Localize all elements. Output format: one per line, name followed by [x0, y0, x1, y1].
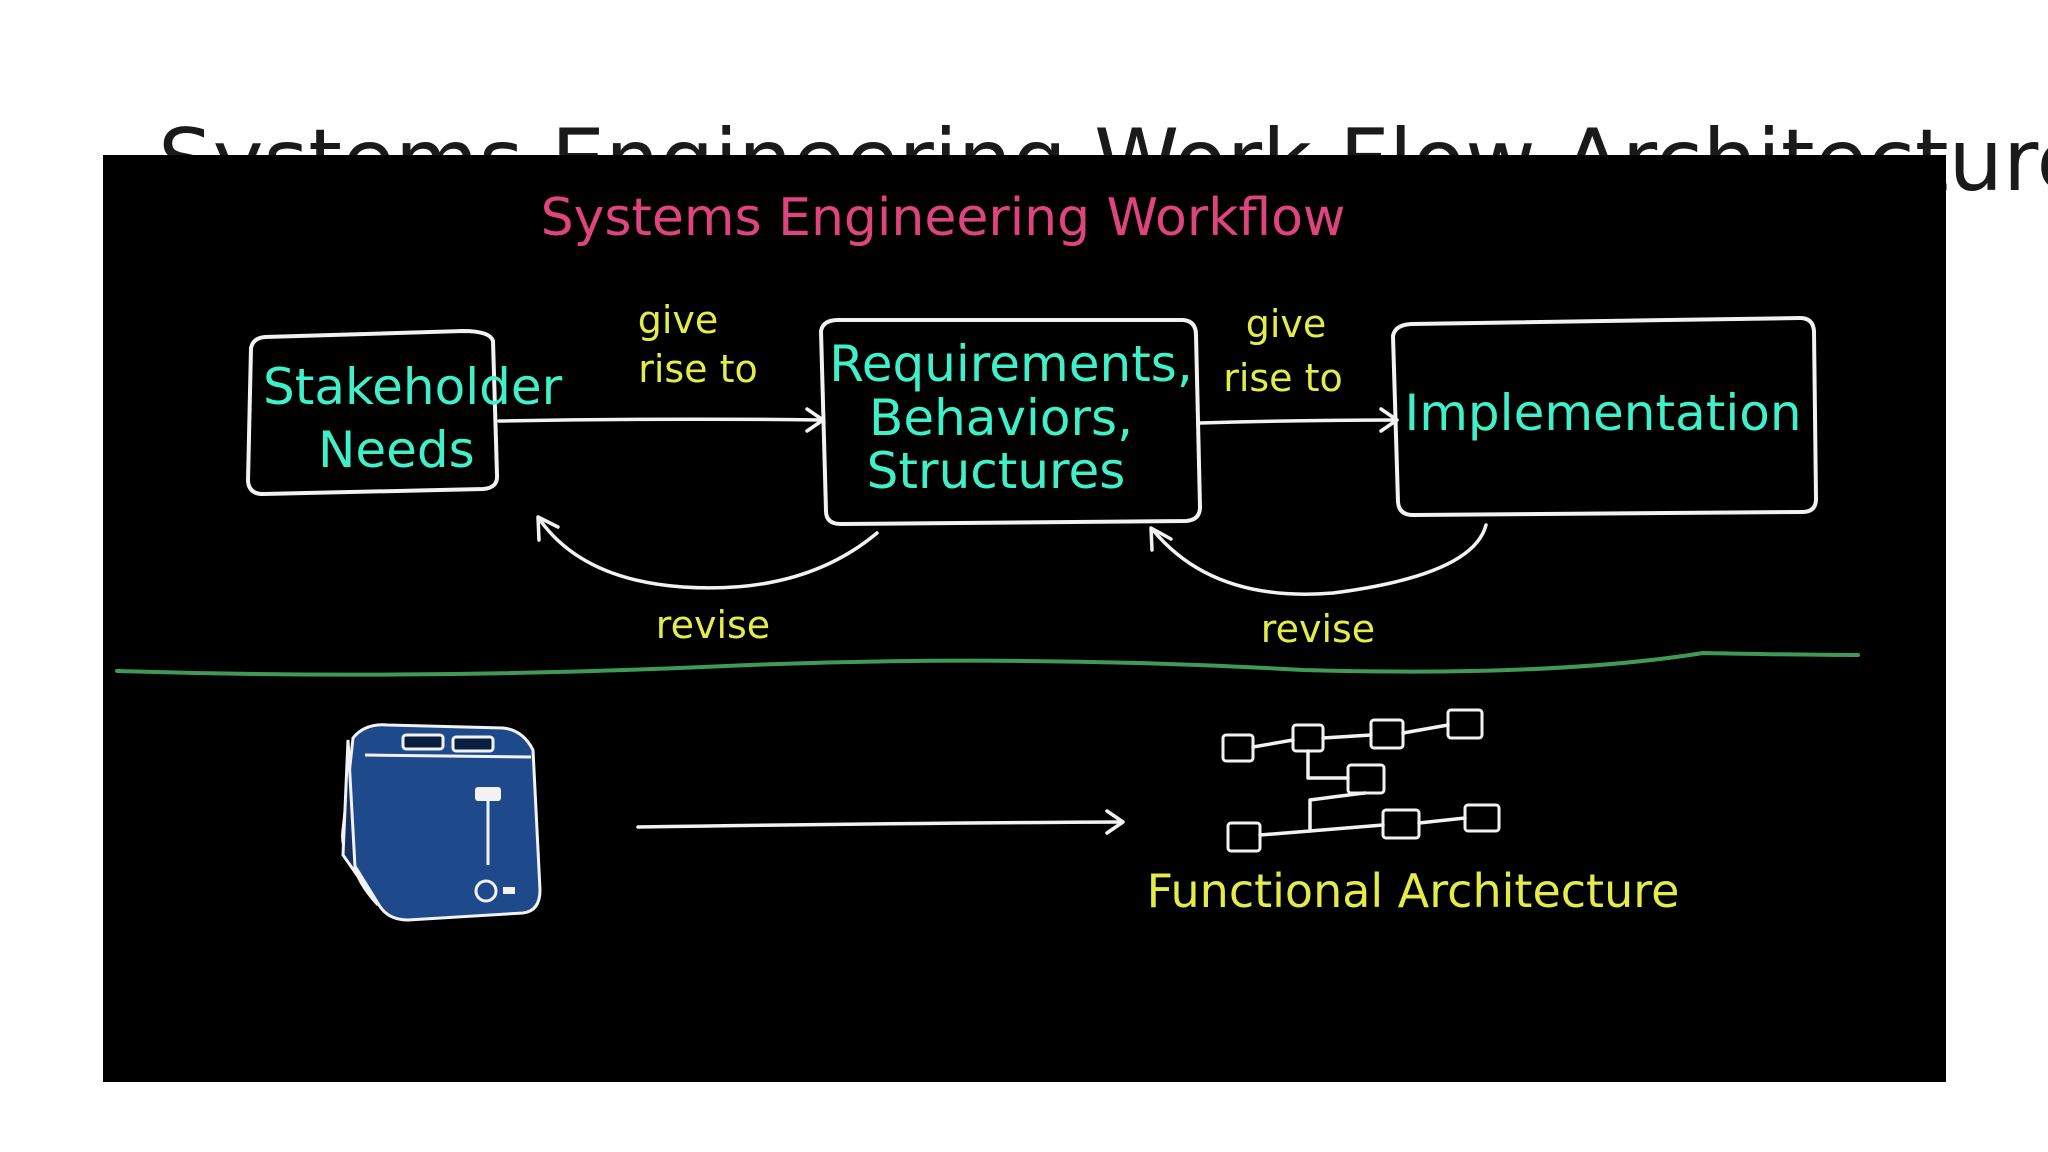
section-divider: [115, 650, 1860, 677]
toaster-icon: [341, 723, 542, 922]
give-rise-to-label-2-line1: give: [1246, 302, 1327, 346]
revise-label-2: revise: [1261, 607, 1375, 651]
chalkboard-image: Systems Engineering Workflow Stakeholder…: [103, 155, 1946, 1082]
network-diagram-icon: [1221, 708, 1501, 853]
give-rise-to-label-2-line2: rise to: [1223, 356, 1343, 400]
toaster-to-architecture-arrow: [636, 809, 1125, 835]
give-rise-to-arrow-1: give rise to: [497, 298, 825, 433]
revise-arrow-1: revise: [536, 515, 879, 647]
diagram-heading: Systems Engineering Workflow: [541, 188, 1346, 248]
revise-label-1: revise: [656, 603, 770, 647]
revise-arrow-2: revise: [1149, 523, 1488, 651]
give-rise-to-label-1-line2: rise to: [638, 347, 758, 391]
functional-architecture-label: Functional Architecture: [1147, 864, 1680, 918]
requirements-box: Requirements, Behaviors, Structures: [819, 318, 1202, 526]
requirements-label-line2: Behaviors,: [869, 389, 1133, 447]
implementation-label: Implementation: [1404, 384, 1801, 442]
give-rise-to-arrow-2: give rise to: [1198, 302, 1399, 433]
requirements-label-line3: Structures: [867, 442, 1126, 500]
requirements-label-line1: Requirements,: [829, 335, 1193, 393]
give-rise-to-label-1-line1: give: [638, 298, 719, 342]
stakeholder-label-line1: Stakeholder: [263, 358, 563, 416]
workflow-diagram: Systems Engineering Workflow Stakeholder…: [115, 188, 1860, 922]
stakeholder-label-line2: Needs: [318, 421, 475, 479]
stakeholder-needs-box: Stakeholder Needs: [246, 329, 563, 496]
implementation-box: Implementation: [1391, 316, 1818, 517]
